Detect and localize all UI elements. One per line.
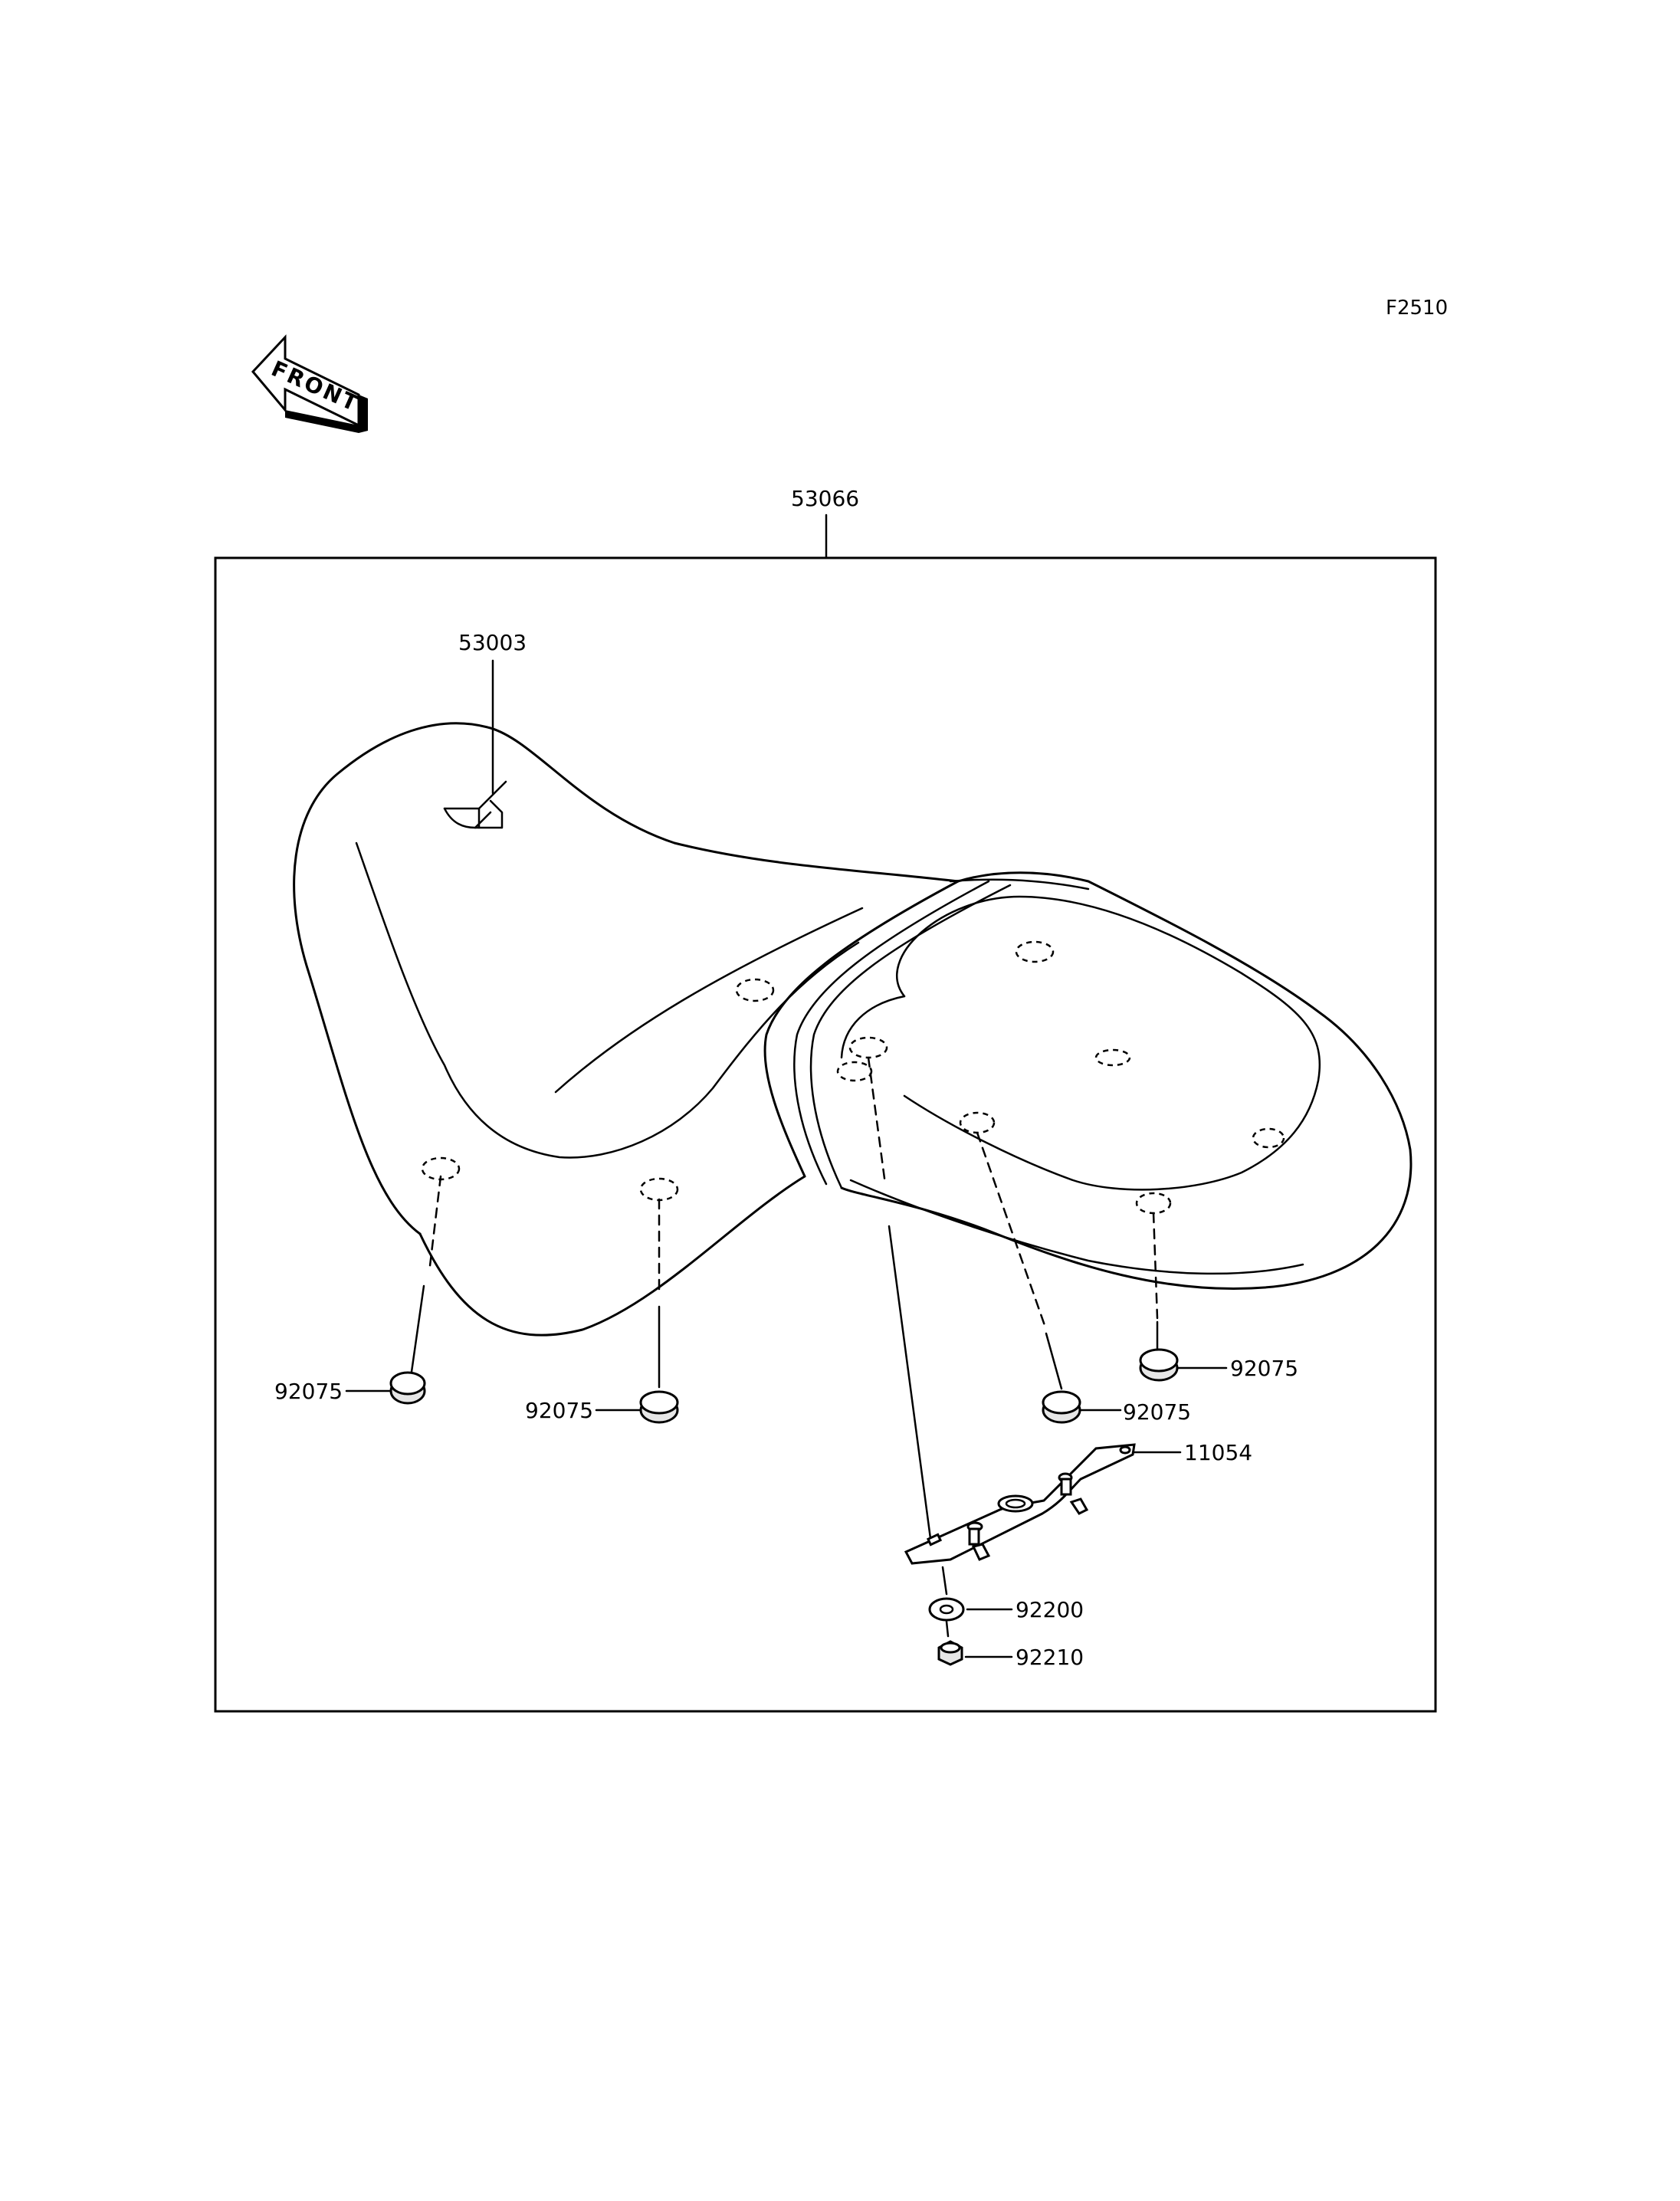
callout-53066: 53066 xyxy=(791,486,859,511)
callout-11054: 11054 xyxy=(1184,1440,1252,1465)
damper-3 xyxy=(1042,1390,1081,1424)
washer xyxy=(928,1597,965,1622)
callout-92200: 92200 xyxy=(1016,1597,1084,1622)
damper-2 xyxy=(639,1390,679,1424)
callout-92210: 92210 xyxy=(1016,1645,1084,1670)
callout-53003: 53003 xyxy=(458,630,527,655)
nut xyxy=(937,1640,963,1666)
damper-4 xyxy=(1139,1348,1179,1382)
callout-92075-4: 92075 xyxy=(1230,1356,1298,1381)
front-arrow-icon: FRONT xyxy=(251,334,368,433)
callout-92075-1: 92075 xyxy=(274,1379,343,1404)
damper-1 xyxy=(389,1371,426,1405)
seat xyxy=(293,722,1413,1337)
assembly-frame xyxy=(214,556,1437,1713)
callout-92075-2: 92075 xyxy=(525,1398,593,1423)
figure-code: F2510 xyxy=(1386,297,1448,320)
callout-92075-3: 92075 xyxy=(1123,1399,1191,1425)
emblem-icon xyxy=(443,780,507,829)
bracket xyxy=(904,1443,1136,1565)
